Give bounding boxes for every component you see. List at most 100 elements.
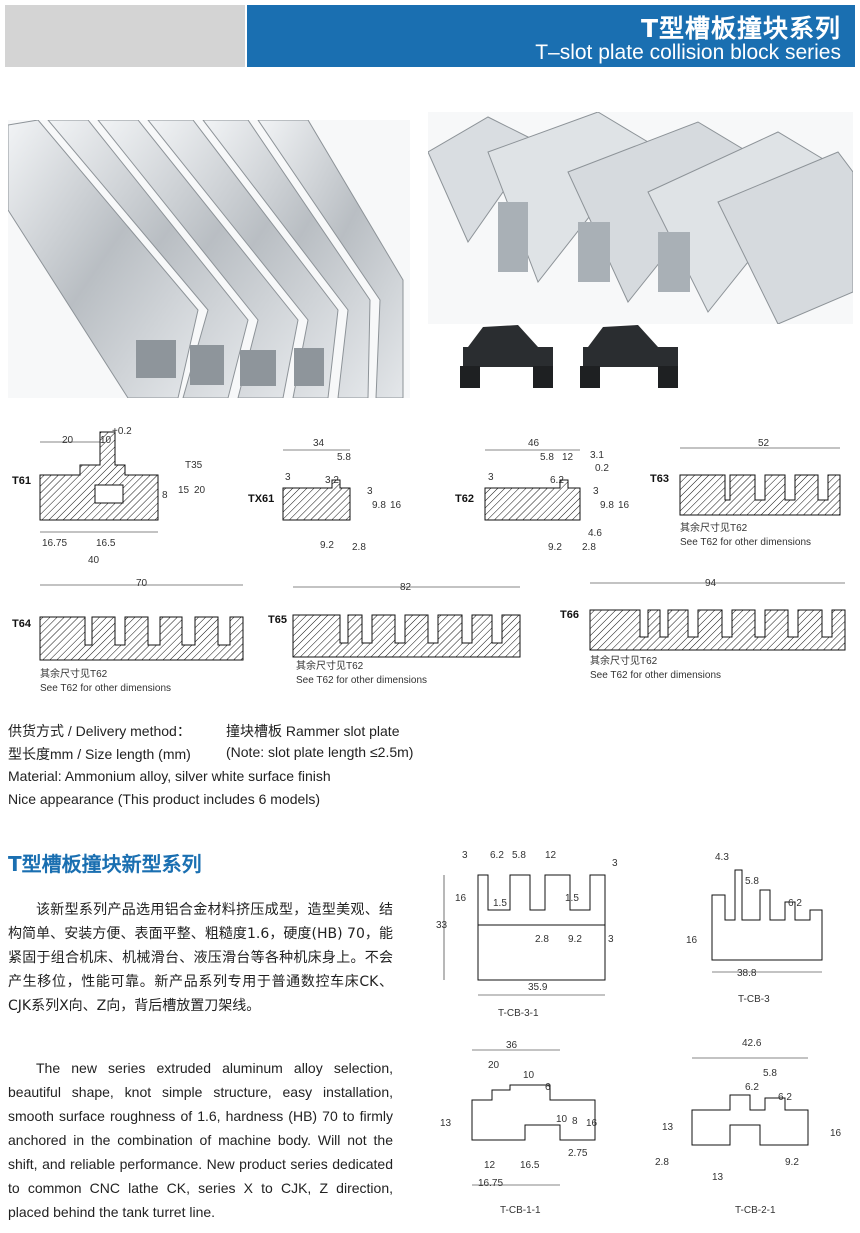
dim-TCB31-3c: 3 bbox=[608, 934, 614, 945]
dim-TCB31-9.2: 9.2 bbox=[568, 934, 582, 945]
profile-label-T66: T66 bbox=[560, 609, 579, 621]
profile-label-TX61: TX61 bbox=[248, 493, 275, 505]
photo-collision-blocks bbox=[458, 322, 688, 394]
dim-TCB3-4.3: 4.3 bbox=[715, 852, 729, 863]
label-TCB31: T-CB-3-1 bbox=[498, 1008, 539, 1019]
dim-T62-46: 46 bbox=[528, 438, 540, 449]
dim-TCB11-16.75: 16.75 bbox=[478, 1178, 504, 1189]
note-T63-zh: 其余尺寸见T62 bbox=[680, 523, 748, 534]
dim-TCB11-13: 13 bbox=[440, 1118, 452, 1129]
dim-TCB21-13b: 13 bbox=[712, 1172, 724, 1183]
dim-T62-12: 12 bbox=[562, 452, 574, 463]
dim-TCB11-36: 36 bbox=[506, 1040, 518, 1051]
dim-T61-10: 10 bbox=[100, 435, 112, 446]
dim-T61-15: 15 bbox=[178, 485, 190, 496]
dim-TCB3-38.8: 38.8 bbox=[737, 968, 757, 979]
dim-T61-16.75: 16.75 bbox=[42, 538, 68, 549]
delivery-method-label: 供货方式 / Delivery method： bbox=[8, 723, 191, 739]
dim-TX61-3: 3 bbox=[285, 472, 291, 483]
dim-T65-82: 82 bbox=[400, 582, 412, 593]
dim-T62-2.8: 2.8 bbox=[582, 542, 596, 553]
profile-label-T63: T63 bbox=[650, 473, 669, 485]
dim-T61-8: 8 bbox=[162, 490, 168, 501]
dim-TCB11-12: 12 bbox=[484, 1160, 496, 1171]
dim-TCB21-16: 16 bbox=[830, 1128, 842, 1139]
appearance-line: Nice appearance (This product includes 6… bbox=[8, 791, 321, 807]
page-title-en: T–slot plate collision block series bbox=[535, 41, 841, 64]
dim-T61-16.5: 16.5 bbox=[96, 538, 116, 549]
dim-TX61-34: 34 bbox=[313, 438, 325, 449]
label-TCB21: T-CB-2-1 bbox=[735, 1205, 776, 1216]
dim-TCB3-6.2: 6.2 bbox=[788, 898, 802, 909]
note-T66-zh: 其余尺寸见T62 bbox=[590, 656, 658, 667]
label-TCB11: T-CB-1-1 bbox=[500, 1205, 541, 1216]
dim-TX61-9.2: 9.2 bbox=[320, 540, 334, 551]
dim-T62-16: 16 bbox=[618, 500, 630, 511]
dim-TCB21-42.6: 42.6 bbox=[742, 1038, 762, 1049]
new-series-desc-zh: 该新型系列产品选用铝合金材料挤压成型，造型美观、结构简单、安装方便、表面平整、粗… bbox=[8, 902, 393, 1014]
dim-TX61-3.2: 3.2 bbox=[325, 475, 339, 486]
dim-TCB11-16: 16 bbox=[586, 1118, 598, 1129]
new-series-title: T型槽板撞块新型系列 bbox=[8, 852, 202, 876]
dim-TCB11-10b: 10 bbox=[556, 1114, 568, 1125]
dim-TX61-2.8: 2.8 bbox=[352, 542, 366, 553]
dim-TCB11-16.5: 16.5 bbox=[520, 1160, 540, 1171]
dim-TCB31-16: 16 bbox=[455, 893, 467, 904]
header-blue-banner: T型槽板撞块系列 T–slot plate collision block se… bbox=[247, 5, 855, 67]
dim-TCB31-3: 3 bbox=[462, 850, 468, 861]
dim-TCB11-10: 10 bbox=[523, 1070, 535, 1081]
page-title-zh: T型槽板撞块系列 bbox=[640, 14, 841, 43]
material-line: Material: Ammonium alloy, silver white s… bbox=[8, 768, 331, 784]
dim-TCB31-1.5b: 1.5 bbox=[565, 893, 579, 904]
dim-TCB31-12: 12 bbox=[545, 850, 557, 861]
dim-TCB21-2.8: 2.8 bbox=[655, 1157, 669, 1168]
dim-TCB21-5.8: 5.8 bbox=[763, 1068, 777, 1079]
dim-T62-0.2: 0.2 bbox=[595, 463, 609, 474]
dim-TCB3-16: 16 bbox=[686, 935, 698, 946]
dim-T62-9.2: 9.2 bbox=[548, 542, 562, 553]
photo-aluminum-rails bbox=[8, 120, 410, 398]
photo-slot-plates bbox=[428, 112, 853, 324]
dim-TCB31-3b: 3 bbox=[612, 858, 618, 869]
dim-TX61-16: 16 bbox=[390, 500, 402, 511]
dim-TCB21-13: 13 bbox=[662, 1122, 674, 1133]
dim-T61-20b: 20 bbox=[194, 485, 206, 496]
dim-TCB11-6: 6 bbox=[545, 1082, 551, 1093]
dim-TCB11-2.75: 2.75 bbox=[568, 1148, 588, 1159]
note-T63-en: See T62 for other dimensions bbox=[680, 537, 812, 548]
profile-label-T64: T64 bbox=[12, 618, 31, 630]
dim-T66-94: 94 bbox=[705, 578, 717, 589]
profile-label-T62: T62 bbox=[455, 493, 474, 505]
dim-TX61-5.8: 5.8 bbox=[337, 452, 351, 463]
dim-T61-20: 20 bbox=[62, 435, 74, 446]
label-TCB3: T-CB-3 bbox=[738, 994, 770, 1005]
size-length-label: 型长度mm / Size length (mm) bbox=[8, 746, 191, 762]
dim-TCB31-35.9: 35.9 bbox=[528, 982, 548, 993]
dim-T62-4.6: 4.6 bbox=[588, 528, 602, 539]
dim-TCB11-20: 20 bbox=[488, 1060, 500, 1071]
dim-TCB31-5.8: 5.8 bbox=[512, 850, 526, 861]
dim-TCB21-6.2b: 6.2 bbox=[778, 1092, 792, 1103]
note-T64-en: See T62 for other dimensions bbox=[40, 683, 172, 694]
dim-T62-3.1: 3.1 bbox=[590, 450, 604, 461]
dim-T61-T35: T35 bbox=[185, 460, 203, 471]
dim-T62-3: 3 bbox=[488, 472, 494, 483]
new-series-drawings bbox=[443, 869, 823, 1186]
profile-row-2 bbox=[39, 582, 846, 661]
dim-TCB31-33: 33 bbox=[436, 920, 448, 931]
profile-label-T65: T65 bbox=[268, 614, 287, 626]
header-gray-block bbox=[5, 5, 245, 67]
dim-T62-5.8: 5.8 bbox=[540, 452, 554, 463]
note-T65-en: See T62 for other dimensions bbox=[296, 675, 428, 686]
dim-TX61-3b: 3 bbox=[367, 486, 373, 497]
profile-row-1 bbox=[39, 431, 841, 533]
dim-TCB11-8: 8 bbox=[572, 1116, 578, 1127]
size-length-value: (Note: slot plate length ≤2.5m) bbox=[226, 744, 414, 760]
note-T66-en: See T62 for other dimensions bbox=[590, 670, 722, 681]
dim-TCB21-6.2: 6.2 bbox=[745, 1082, 759, 1093]
dim-TCB31-6.2: 6.2 bbox=[490, 850, 504, 861]
dim-T61-tol: +0.2 bbox=[112, 426, 132, 437]
delivery-method-value: 撞块槽板 Rammer slot plate bbox=[226, 723, 400, 739]
dim-TCB31-1.5: 1.5 bbox=[493, 898, 507, 909]
dim-TCB3-5.8: 5.8 bbox=[745, 876, 759, 887]
